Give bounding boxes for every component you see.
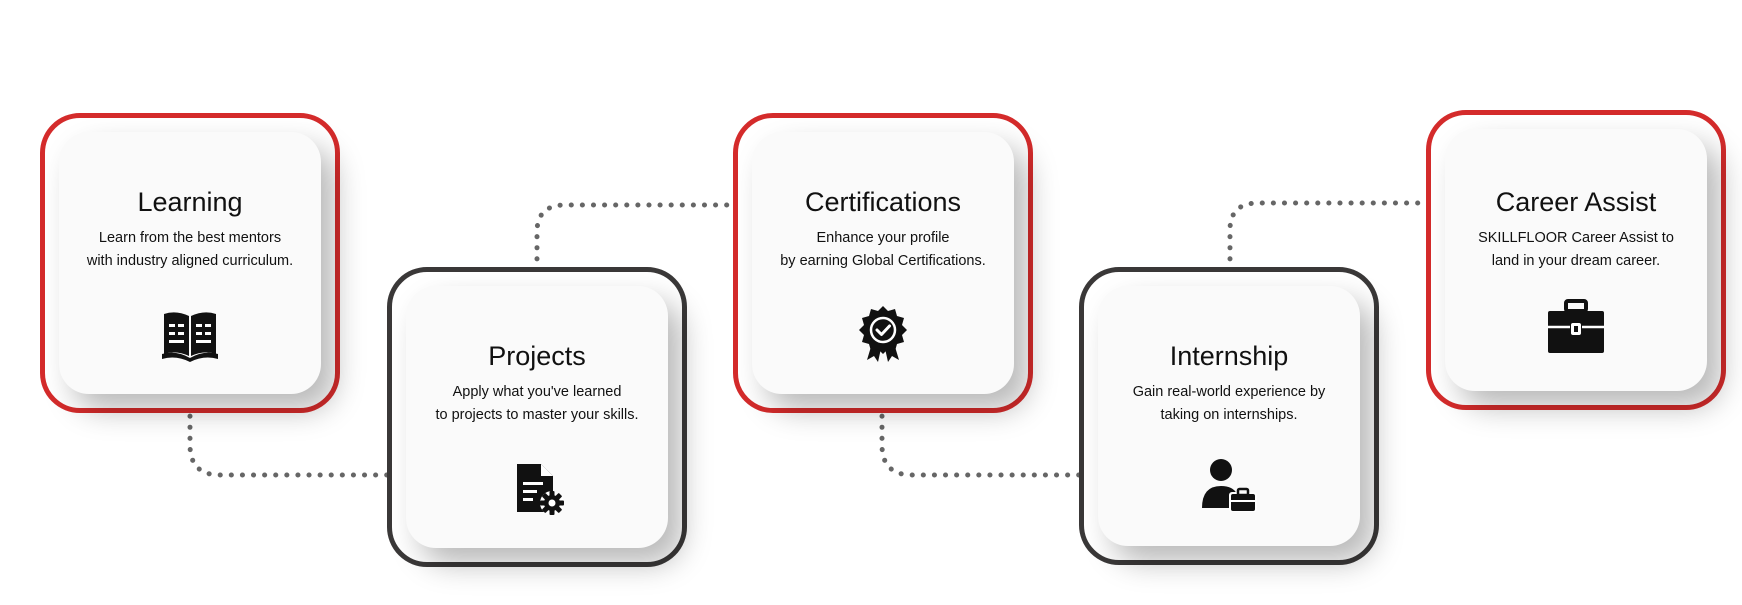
step-description-line: land in your dream career. [1491, 253, 1661, 269]
step-card-projects: Projects Apply what you've learned to pr… [387, 267, 687, 567]
step-card-career-assist: Career Assist SKILLFLOOR Career Assist t… [1426, 110, 1726, 410]
connector-internship-careerassist [1227, 200, 1436, 273]
step-card-internship: Internship Gain real-world experience by… [1079, 267, 1379, 565]
award-badge-icon [853, 304, 913, 364]
step-description-line: Apply what you've learned [452, 384, 622, 400]
step-title: Career Assist [1495, 187, 1657, 217]
step-title: Projects [488, 341, 586, 371]
step-title: Certifications [804, 187, 962, 217]
step-description-line: Learn from the best mentors [98, 230, 282, 246]
step-description-line: Gain real-world experience by [1132, 384, 1326, 400]
step-card-career-assist-inner: Career Assist SKILLFLOOR Career Assist t… [1445, 129, 1707, 391]
connector-learning-projects [187, 402, 398, 478]
step-title: Internship [1169, 341, 1289, 371]
step-description-line: Enhance your profile [816, 230, 950, 246]
open-book-icon [160, 304, 220, 364]
step-title: Learning [137, 187, 243, 217]
step-card-learning-inner: Learning Learn from the best mentors wit… [59, 132, 321, 394]
briefcase-icon [1546, 297, 1606, 357]
person-briefcase-icon [1199, 456, 1259, 516]
step-description: Learn from the best mentors with industr… [73, 227, 307, 273]
step-card-internship-inner: Internship Gain real-world experience by… [1098, 286, 1360, 546]
step-card-learning: Learning Learn from the best mentors wit… [40, 113, 340, 413]
document-gear-icon [507, 458, 567, 518]
step-description-line: to projects to master your skills. [435, 407, 639, 423]
step-card-certifications: Certifications Enhance your profile by e… [733, 113, 1033, 413]
connector-projects-certifications [534, 202, 743, 273]
step-description-line: SKILLFLOOR Career Assist to [1478, 230, 1674, 246]
step-description: Apply what you've learned to projects to… [420, 381, 654, 427]
step-description: SKILLFLOOR Career Assist to land in your… [1459, 227, 1693, 273]
step-card-projects-inner: Projects Apply what you've learned to pr… [406, 286, 668, 548]
step-description-line: by earning Global Certifications. [780, 253, 986, 269]
step-description: Gain real-world experience by taking on … [1112, 381, 1346, 427]
step-description: Enhance your profile by earning Global C… [766, 227, 1000, 273]
step-card-certifications-inner: Certifications Enhance your profile by e… [752, 132, 1014, 394]
step-description-line: with industry aligned curriculum. [86, 253, 294, 269]
connector-certifications-internship [879, 402, 1091, 478]
step-description-line: taking on internships. [1160, 407, 1298, 423]
